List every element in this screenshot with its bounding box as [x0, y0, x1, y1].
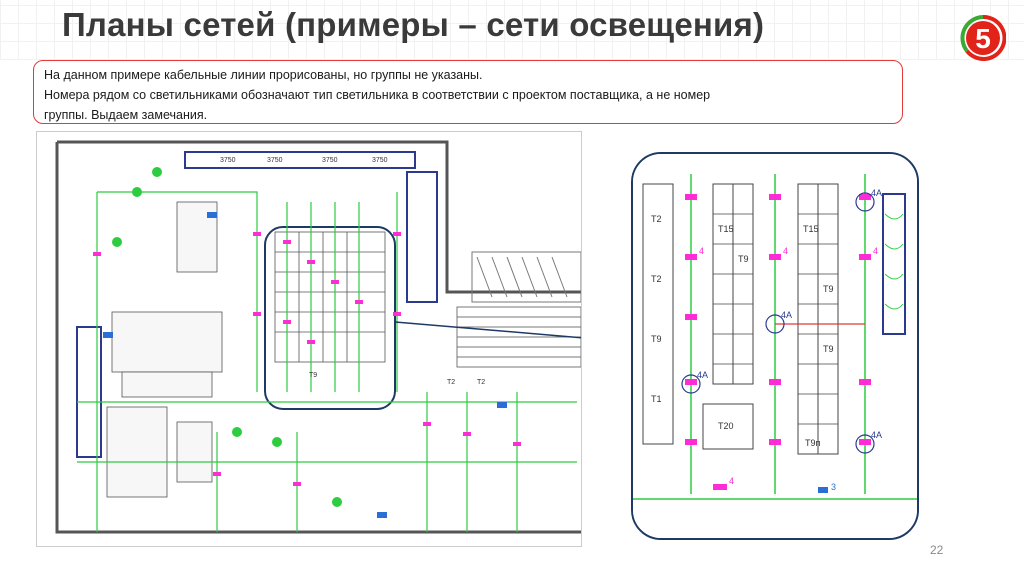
zoom-label-12: 4A [697, 370, 708, 380]
zoom-detail-drawing: T2 T2 T9 T1 T15 T9 T15 T9 T9 T20 T9п 4A … [633, 154, 917, 538]
plan-room-label-6: T2 [477, 379, 485, 386]
zoom-label-20: 3 [831, 482, 836, 492]
zoom-label-19: 4 [729, 476, 734, 486]
note-line-2: Номера рядом со светильниками обозначают… [44, 88, 711, 102]
note-line-1: На данном примере кабельные линии прорис… [44, 68, 483, 82]
plan-room-label-3: 3750 [322, 157, 338, 164]
plan-room-label-1: 3750 [220, 157, 236, 164]
zoom-label-5: T15 [718, 224, 734, 234]
plan-room-label-2: 3750 [267, 157, 283, 164]
zoom-label-11: T9п [805, 438, 821, 448]
note-line-3: группы. Выдаем замечания. [44, 108, 208, 122]
zoom-label-8: T9 [823, 284, 834, 294]
lighting-floor-plan: 3750 3750 3750 3750 T2 T2 T9 [36, 131, 582, 547]
plan-room-label-7: T9 [309, 372, 317, 379]
zoom-label-15: 4A [871, 430, 882, 440]
zoom-label-14: 4A [871, 188, 882, 198]
page-number: 22 [930, 543, 944, 557]
pyaterochka-logo-icon: 5 [960, 15, 1006, 61]
plan-room-label-5: T2 [447, 379, 455, 386]
zoom-label-13: 4A [781, 310, 792, 320]
zoom-label-16: 4 [699, 246, 704, 256]
header-background-pattern [0, 0, 1024, 60]
plan-room-label-4: 3750 [372, 157, 388, 164]
zoom-detail-frame: T2 T2 T9 T1 T15 T9 T15 T9 T9 T20 T9п 4A … [631, 152, 919, 540]
zoom-label-4: T1 [651, 394, 662, 404]
zoom-label-9: T9 [823, 344, 834, 354]
zoom-label-17: 4 [783, 246, 788, 256]
svg-text:5: 5 [975, 23, 991, 54]
zoom-label-7: T15 [803, 224, 819, 234]
zoom-label-2: T2 [651, 274, 662, 284]
zoom-label-3: T9 [651, 334, 662, 344]
zoom-label-10: T20 [718, 421, 734, 431]
slide-title: Планы сетей (примеры – сети освещения) [62, 6, 765, 43]
zoom-label-18: 4 [873, 246, 878, 256]
zoom-label-1: T2 [651, 214, 662, 224]
note-box: На данном примере кабельные линии прорис… [33, 60, 903, 124]
zoom-label-6: T9 [738, 254, 749, 264]
